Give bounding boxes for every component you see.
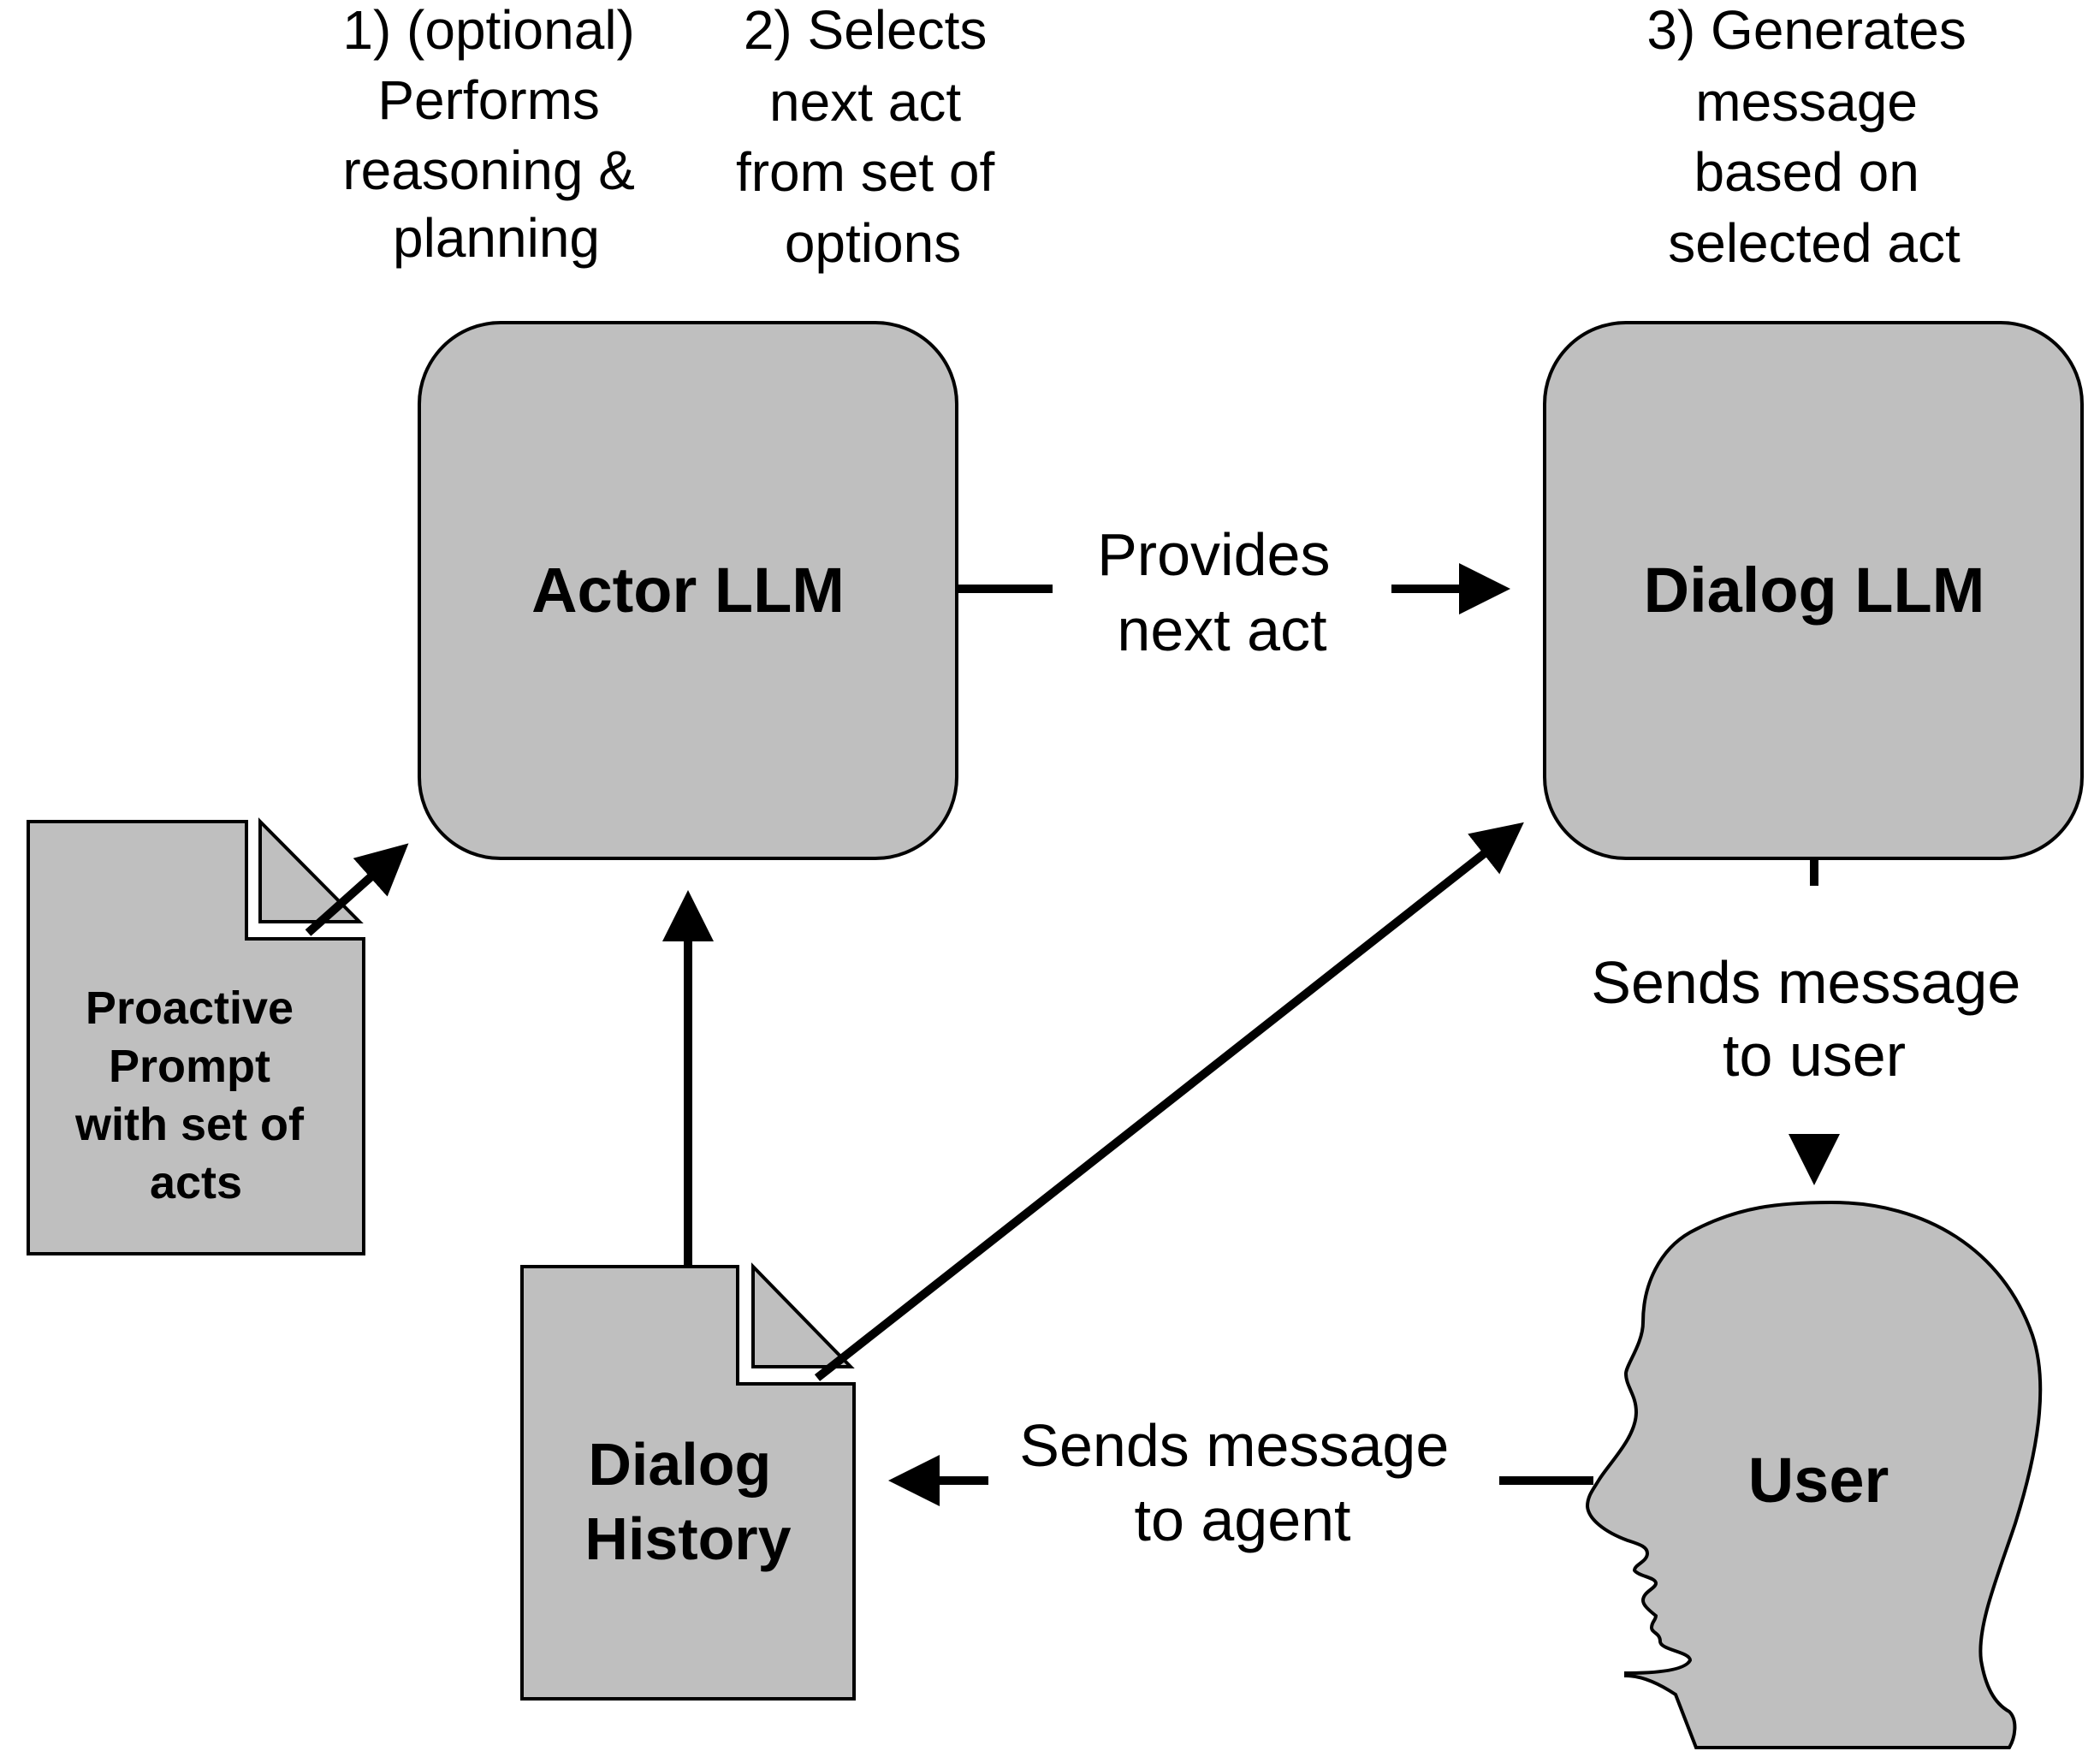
actor-llm-label: Actor LLM [531, 555, 845, 626]
edge-provides-next-act: Provides next act [958, 521, 1510, 663]
step-1-label: 1) (optional) Performs reasoning & plann… [342, 0, 650, 269]
dialog-history-label: Dialog History [584, 1431, 791, 1572]
user-node: User [1585, 1200, 2043, 1749]
document-icon [27, 820, 365, 1255]
head-profile-icon [1585, 1200, 2043, 1749]
folded-corner-icon [751, 1262, 855, 1368]
proactive-prompt-label: Proactive Prompt with set of acts [74, 982, 317, 1208]
proactive-prompt-node: Proactive Prompt with set of acts [27, 817, 365, 1255]
step-2-label: 2) Selects next act from set of options [736, 0, 1010, 274]
edge-sends-to-user: Sends message to user [1591, 860, 2037, 1185]
step-3-label: 3) Generates message based on selected a… [1646, 0, 1981, 274]
folded-corner-icon [258, 817, 364, 923]
arrow-prompt-to-actor-icon [305, 843, 409, 936]
arrow-history-to-dialog-llm-icon [814, 822, 1524, 1381]
provides-next-act-label: Provides next act [1097, 521, 1347, 663]
sends-to-user-label: Sends message to user [1591, 949, 2037, 1089]
document-icon [520, 1265, 856, 1701]
user-label: User [1748, 1445, 1889, 1516]
dialog-llm-node: Dialog LLM [1543, 321, 2084, 860]
sends-to-agent-label: Sends message to agent [1019, 1412, 1465, 1553]
actor-llm-box [418, 321, 958, 860]
dialog-llm-box [1543, 321, 2084, 860]
edge-sends-to-agent: Sends message to agent [888, 1412, 1593, 1553]
actor-llm-node: Actor LLM [418, 321, 958, 860]
dialog-history-node: Dialog History [520, 1262, 856, 1701]
dialog-llm-label: Dialog LLM [1644, 555, 1985, 626]
